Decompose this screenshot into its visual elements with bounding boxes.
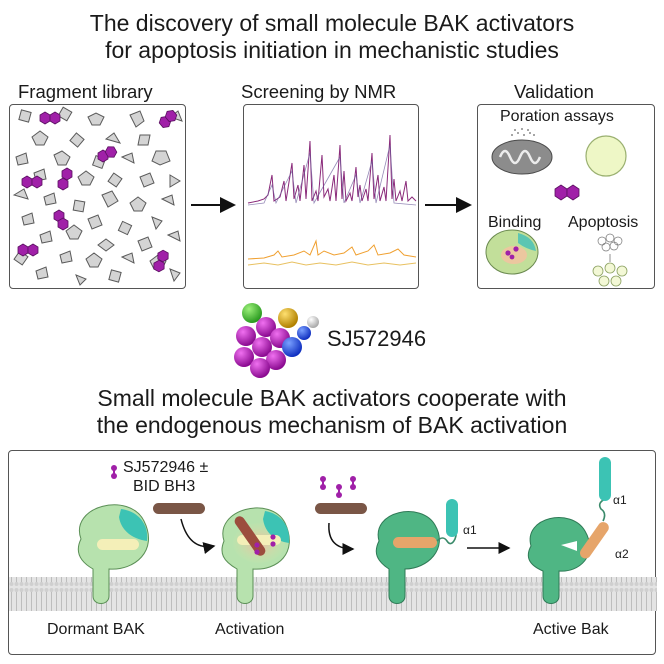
nmr-spectra [247,134,417,266]
activation-label: Activation [215,621,285,638]
binding-label: Binding [488,214,542,231]
released-bid-bh3-peptide [315,503,367,514]
apoptosis-label: Apoptosis [568,214,639,231]
nmr-screening-panel [243,104,419,289]
nmr-spectrum-top-2 [247,144,417,206]
bid-bh3-peptide [153,503,205,514]
alpha1-label-intermediate: α1 [463,523,477,537]
fragment-library-panel [9,104,186,289]
poration-assays-label: Poration assays [500,108,614,125]
mechanism-diagram [9,457,657,611]
main-title-line1: The discovery of small molecule BAK acti… [89,10,575,36]
nmr-spectrum-bottom [247,239,417,260]
hexagon-pair-icon [554,184,580,201]
ligand-icon [111,465,117,479]
fragment-library-label: Fragment library [18,81,153,102]
dormant-bak-protein [77,504,150,604]
mechanism-panel: SJ572946 ± BID BH3 α1 α1 α2 Dormant BAK … [8,450,657,655]
binding-protein-icon [485,229,539,275]
fragment-field [12,106,183,286]
activating-bak-protein [221,507,290,604]
ligand-line1: SJ572946 ± [123,459,209,476]
released-ligands-icon [320,476,356,498]
active-bak-label: Active Bak [533,621,609,638]
ligand-line2: BID BH3 [133,478,196,495]
section2-title-line1: Small molecule BAK activators cooperate … [97,385,567,411]
active-bak-protein [527,457,611,604]
validation-panel: Poration assays [477,104,655,289]
curved-arrow-icon [328,522,355,555]
nmr-spectrum-top [247,134,417,204]
dormant-bak-label: Dormant BAK [47,621,145,638]
validation-illustrations [485,128,628,287]
fragment-hits [17,110,178,273]
validation-label: Validation [514,81,594,102]
mitochondrion-icon [491,128,553,175]
alpha2-label: α2 [615,547,629,561]
main-title-line2: for apoptosis initiation in mechanistic … [105,37,559,63]
molecule-model-icon [234,303,319,378]
alpha1-label-active: α1 [613,493,627,507]
nmr-spectrum-bottom-2 [247,261,417,266]
section2-title-line2: the endogenous mechanism of BAK activati… [96,412,568,438]
apoptosis-cells-icon [592,233,628,287]
active-bak-intermediate [375,499,458,604]
curved-arrow-icon [180,518,216,554]
compound-name: SJ572946 [327,326,427,351]
screening-label: Screening by NMR [241,81,397,102]
liposome-icon [585,135,627,177]
